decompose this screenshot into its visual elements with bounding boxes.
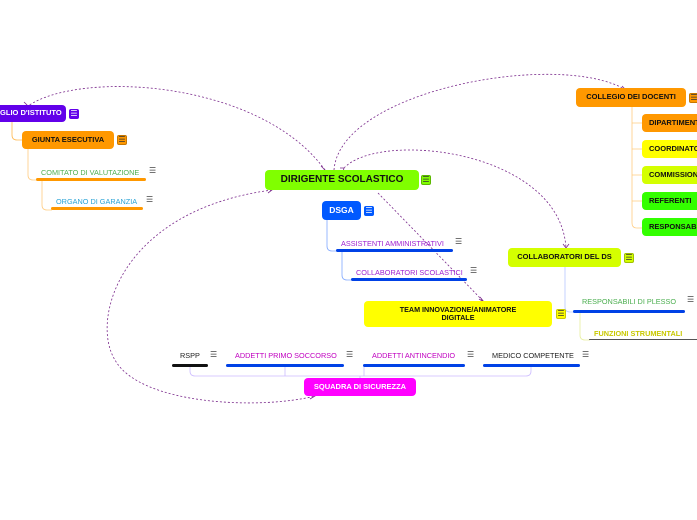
node-medico-competente[interactable]: MEDICO COMPETENTE (492, 351, 574, 360)
node-squadra-sicurezza[interactable]: SQUADRA DI SICUREZZA (304, 378, 416, 396)
menu-lines-icon[interactable]: ☰ (117, 135, 127, 145)
node-coordinatori[interactable]: COORDINATORI (642, 140, 697, 158)
relation-ds-collaboratori (343, 149, 567, 249)
relation-ds-sicurezza (106, 189, 316, 404)
node-organo-garanzia[interactable]: ORGANO DI GARANZIA (56, 197, 138, 206)
relation-ds-team (377, 192, 485, 303)
underline (336, 249, 453, 252)
menu-lines-icon[interactable]: ☰ (467, 350, 475, 359)
menu-lines-icon[interactable]: ☰ (146, 195, 154, 204)
node-collegio-docenti[interactable]: COLLEGIO DEI DOCENTI (576, 88, 686, 107)
menu-lines-icon[interactable]: ☰ (624, 253, 634, 263)
node-collaboratori-scolastici[interactable]: COLLABORATORI SCOLASTICI (356, 268, 463, 277)
node-dirigente-scolastico[interactable]: DIRIGENTE SCOLASTICO (265, 170, 419, 190)
node-collaboratori-ds[interactable]: COLLABORATORI DEL DS (508, 248, 621, 267)
node-dipartimenti[interactable]: DIPARTIMENTI (642, 114, 697, 132)
node-responsabili-plesso[interactable]: RESPONSABILI DI PLESSO (582, 297, 677, 306)
menu-lines-icon[interactable]: ☰ (210, 350, 218, 359)
relation-ds-consiglio (27, 86, 326, 171)
menu-lines-icon[interactable]: ☰ (69, 109, 79, 119)
menu-lines-icon[interactable]: ☰ (149, 166, 157, 175)
underline (351, 278, 467, 281)
node-referenti[interactable]: REFERENTI (642, 192, 697, 210)
underline (172, 364, 208, 367)
menu-lines-icon[interactable]: ☰ (364, 206, 374, 216)
underline (51, 207, 143, 210)
node-team-innovazione[interactable]: TEAM INNOVAZIONE/ANIMATORE DIGITALE (364, 301, 552, 327)
node-addetti-primo-soccorso[interactable]: ADDETTI PRIMO SOCCORSO (235, 351, 337, 360)
node-addetti-antincendio[interactable]: ADDETTI ANTINCENDIO (372, 351, 456, 360)
node-giunta-esecutiva[interactable]: GIUNTA ESECUTIVA (22, 131, 114, 149)
menu-lines-icon[interactable]: ☰ (455, 237, 463, 246)
node-consiglio-istituto[interactable]: CONSIGLIO D'ISTITUTO (0, 105, 66, 122)
menu-lines-icon[interactable]: ☰ (582, 350, 590, 359)
relation-ds-collegio (333, 73, 627, 171)
underline (589, 339, 697, 340)
node-responsabili[interactable]: RESPONSABILI (642, 218, 697, 236)
node-dsga[interactable]: DSGA (322, 201, 361, 220)
menu-lines-icon[interactable]: ☰ (689, 93, 697, 103)
underline (363, 364, 465, 367)
underline (36, 178, 146, 181)
underline (483, 364, 580, 367)
menu-lines-icon[interactable]: ☰ (421, 175, 431, 185)
menu-lines-icon[interactable]: ☰ (687, 295, 695, 304)
menu-lines-icon[interactable]: ☰ (346, 350, 354, 359)
menu-lines-icon[interactable]: ☰ (470, 266, 478, 275)
node-commissioni[interactable]: COMMISSIONI (642, 166, 697, 184)
node-funzioni-strumentali[interactable]: FUNZIONI STRUMENTALI (594, 329, 683, 338)
node-rspp[interactable]: RSPP (180, 351, 200, 360)
node-comitato-valutazione[interactable]: COMITATO DI VALUTAZIONE (41, 168, 140, 177)
node-assistenti-amministrativi[interactable]: ASSISTENTI AMMINISTRATIVI (341, 239, 444, 248)
underline (573, 310, 685, 313)
underline (226, 364, 344, 367)
menu-lines-icon[interactable]: ☰ (556, 309, 566, 319)
